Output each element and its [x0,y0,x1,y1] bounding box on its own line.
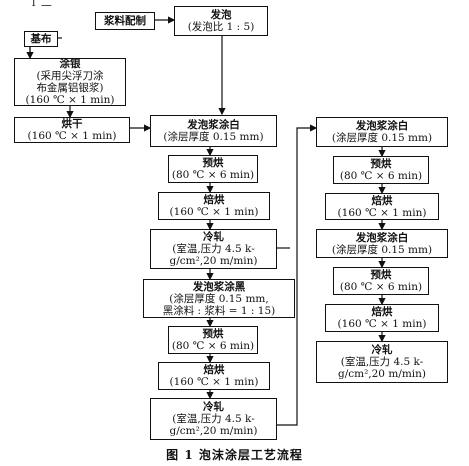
col1-cold-roll-box-1: 冷轧 (室温,压力 4.5 k- g/cm²,20 m/min) [150,229,277,269]
slurry-prep-box: 浆料配制 [95,12,155,30]
col1-prebake-box-1: 预烘 (80 ℃ × 6 min) [168,155,258,183]
header-fragment: T 二 [30,0,52,9]
col1-prebake-box-2: 预烘 (80 ℃ × 6 min) [168,326,258,354]
col1-black-coat-box: 发泡浆涂黑 (涂层厚度 0.15 mm, 黑涂料 : 浆料 = 1 : 15) [143,279,295,318]
col1-bake-box-1: 焙烘 (160 ℃ × 1 min) [158,192,270,220]
drying-box: 烘干 (160 ℃ × 1 min) [14,117,130,143]
foaming-box: 发泡 (发泡比 1 : 5) [174,6,268,36]
col2-prebake-box-1: 预烘 (80 ℃ × 6 min) [333,156,429,184]
connector-col1-col2 [277,124,318,426]
figure-caption: 图 1 泡沫涂层工艺流程 [166,448,303,462]
base-fabric-box: 基布 [24,31,58,47]
col1-bake-box-2: 焙烘 (160 ℃ × 1 min) [158,362,270,390]
col2-bake-box-2: 焙烘 (160 ℃ × 1 min) [325,304,439,332]
col1-cold-roll-box-2: 冷轧 (室温,压力 4.5 k- g/cm²,20 m/min) [150,398,277,440]
col2-white-coat-box-1: 发泡浆涂白 (涂层厚度 0.15 mm) [316,117,448,147]
col1-white-coat-box: 发泡浆涂白 (涂层厚度 0.15 mm) [150,115,277,147]
col2-bake-box-1: 焙烘 (160 ℃ × 1 min) [325,193,439,220]
col2-cold-roll-box: 冷轧 (室温,压力 4.5 k- g/cm²,20 m/min) [316,341,448,383]
col2-prebake-box-2: 预烘 (80 ℃ × 6 min) [333,267,429,295]
silver-coating-box: 涂银 (采用尖浮刀涂 布金属铝银浆) (160 ℃ × 1 min) [14,58,126,106]
col2-white-coat-box-2: 发泡浆涂白 (涂层厚度 0.15 mm) [316,229,448,258]
